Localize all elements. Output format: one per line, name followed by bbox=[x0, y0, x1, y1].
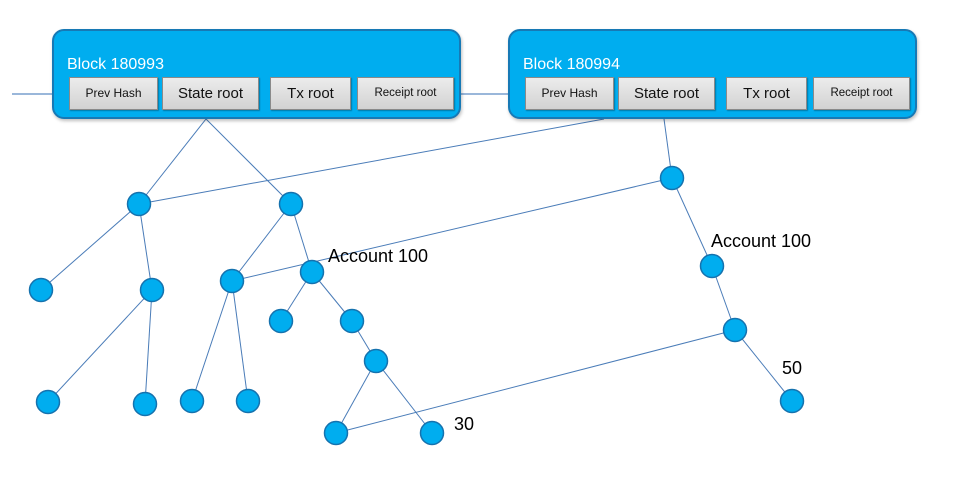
value-label-old: 30 bbox=[454, 414, 475, 434]
trie-node bbox=[139, 277, 165, 303]
trie-edge bbox=[335, 329, 736, 434]
trie-node bbox=[179, 388, 205, 414]
block-title: Block 180993 bbox=[67, 56, 164, 73]
block-180993: Block 180993 Prev Hash State root Tx roo… bbox=[52, 29, 461, 119]
state-root-field: State root bbox=[618, 77, 715, 110]
account-label-new: Account 100 bbox=[711, 231, 812, 251]
trie-node bbox=[35, 389, 61, 415]
prev-hash-field: Prev Hash bbox=[525, 77, 614, 110]
receipt-root-field: Receipt root bbox=[357, 77, 454, 110]
trie-edge bbox=[144, 289, 153, 405]
trie-node bbox=[323, 420, 349, 446]
block-title: Block 180994 bbox=[523, 56, 620, 73]
block-180994: Block 180994 Prev Hash State root Tx roo… bbox=[508, 29, 917, 119]
trie-node bbox=[268, 308, 294, 334]
trie-node bbox=[659, 165, 685, 191]
trie-edge bbox=[191, 280, 233, 402]
trie-edge bbox=[231, 177, 673, 282]
trie-edge bbox=[138, 118, 207, 205]
tx-root-field: Tx root bbox=[270, 77, 351, 110]
account-label-old: Account 100 bbox=[328, 246, 429, 266]
trie-edge bbox=[205, 118, 292, 205]
trie-node bbox=[132, 391, 158, 417]
value-label-new: 50 bbox=[782, 358, 803, 378]
trie-nodes bbox=[28, 165, 805, 446]
trie-edge bbox=[335, 360, 377, 434]
trie-node bbox=[363, 348, 389, 374]
trie-edge bbox=[40, 203, 140, 291]
trie-edge bbox=[231, 280, 249, 402]
prev-hash-field: Prev Hash bbox=[69, 77, 158, 110]
tx-root-field: Tx root bbox=[726, 77, 807, 110]
trie-edge bbox=[47, 289, 153, 403]
trie-edge bbox=[231, 203, 292, 282]
trie-node bbox=[299, 259, 325, 285]
trie-edge bbox=[375, 360, 433, 434]
trie-node bbox=[722, 317, 748, 343]
trie-edge bbox=[138, 203, 153, 291]
trie-node bbox=[219, 268, 245, 294]
trie-node bbox=[126, 191, 152, 217]
trie-node bbox=[699, 253, 725, 279]
trie-node bbox=[339, 308, 365, 334]
receipt-root-field: Receipt root bbox=[813, 77, 910, 110]
trie-edge bbox=[734, 329, 793, 402]
trie-edge bbox=[138, 118, 605, 205]
trie-node bbox=[28, 277, 54, 303]
trie-node bbox=[419, 420, 445, 446]
trie-edge bbox=[671, 177, 713, 267]
state-root-field: State root bbox=[162, 77, 259, 110]
trie-node bbox=[278, 191, 304, 217]
trie-node bbox=[779, 388, 805, 414]
trie-node bbox=[235, 388, 261, 414]
